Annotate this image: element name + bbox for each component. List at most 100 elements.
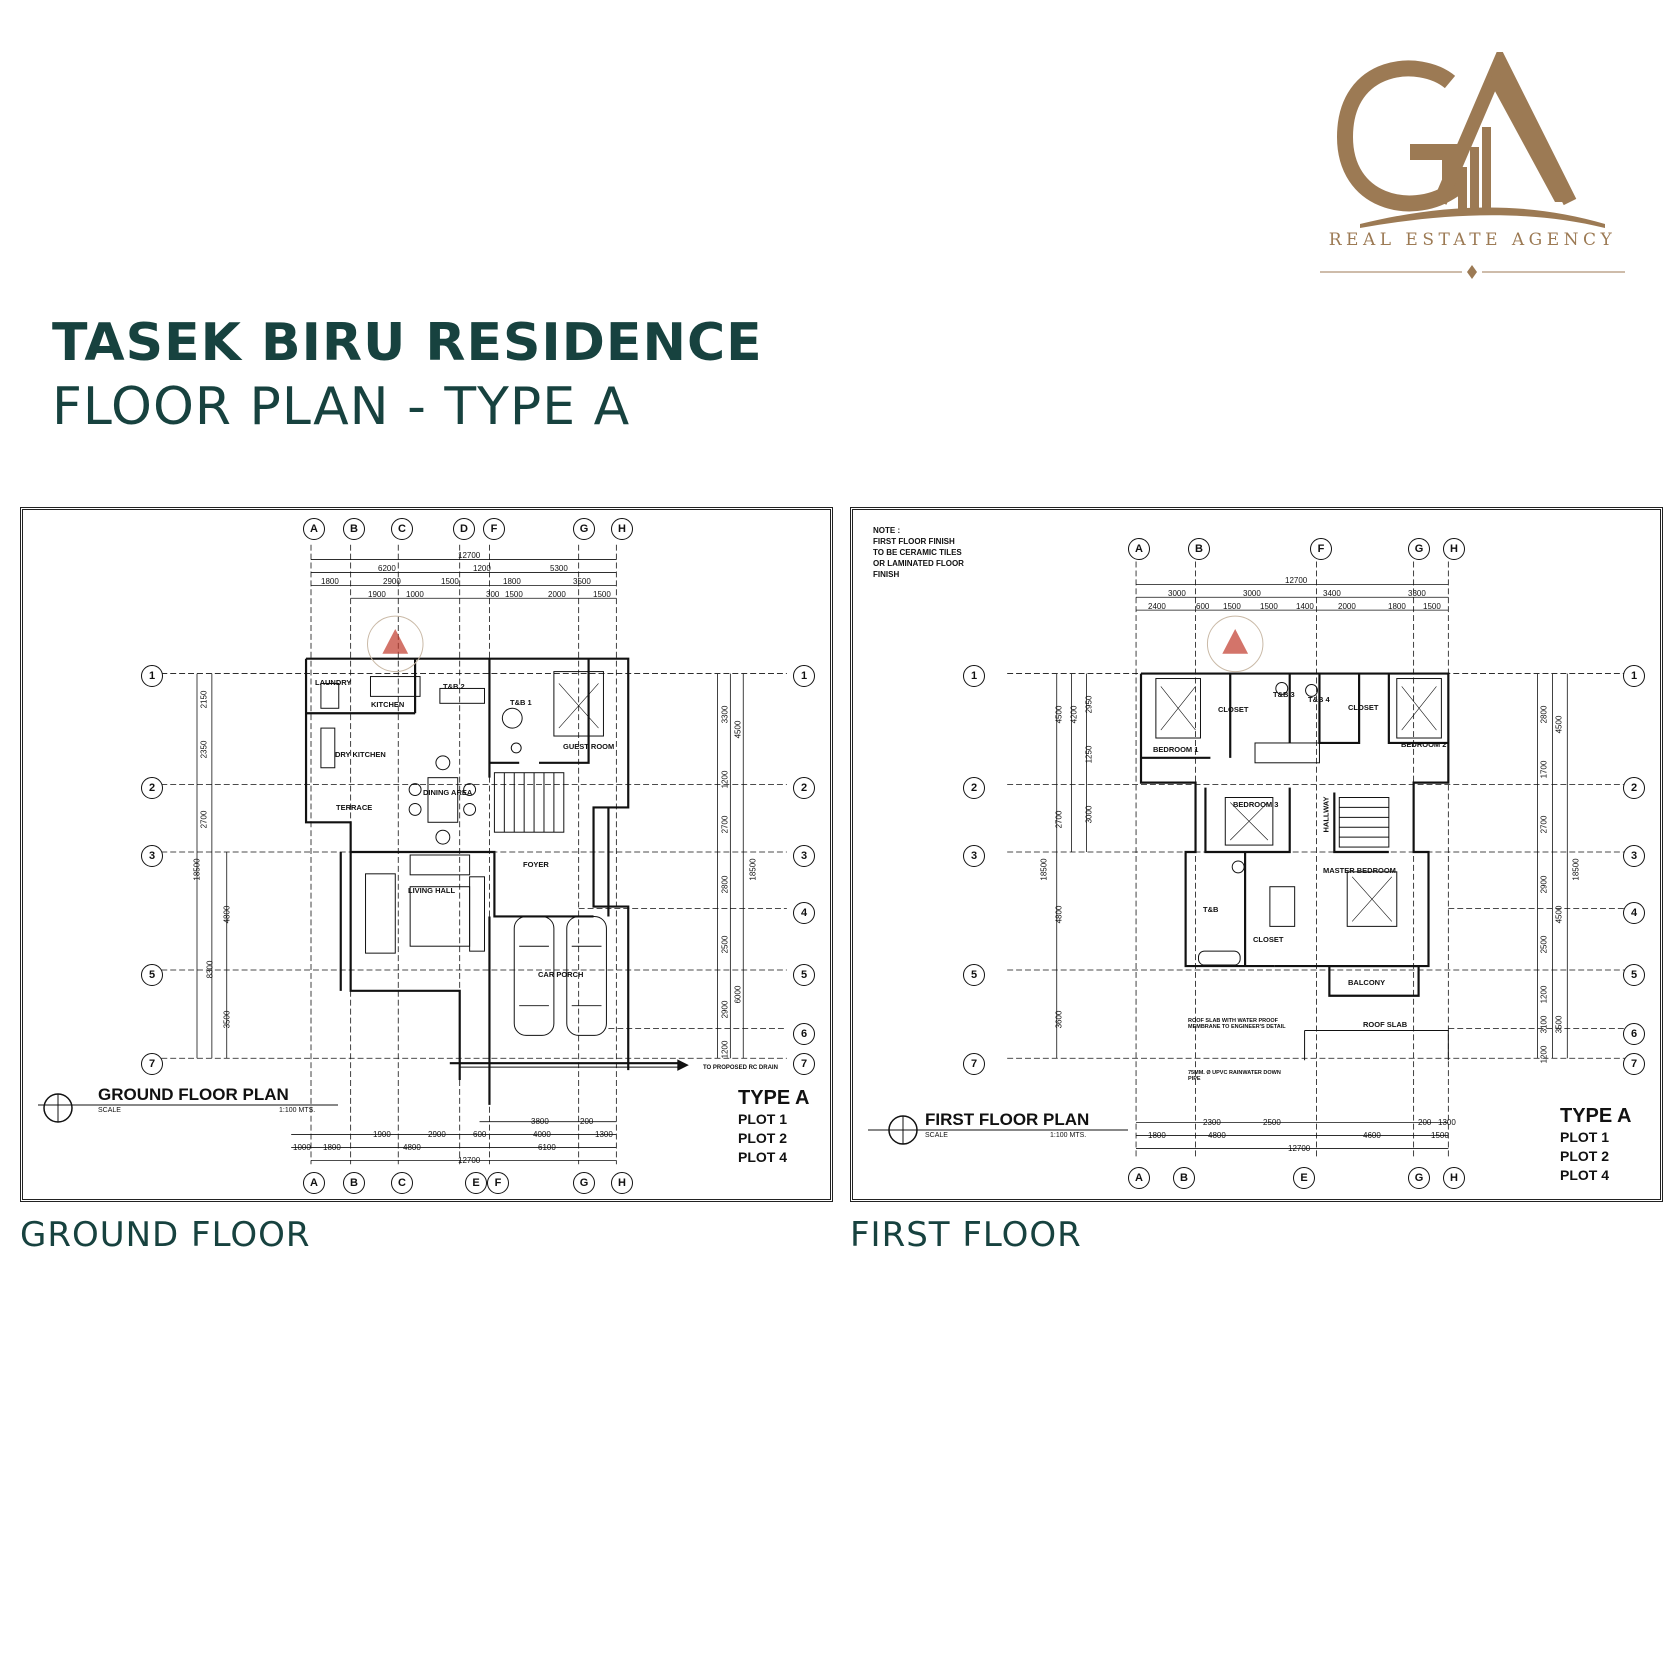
grid-label-C: C: [391, 518, 413, 540]
dim-label: 4800: [403, 1143, 421, 1152]
grid-label-A: A: [1128, 538, 1150, 560]
first-floor-caption: FIRST FLOOR: [850, 1215, 1082, 1255]
dim-label: 1900: [373, 1130, 391, 1139]
room-label: T&B: [1203, 905, 1219, 914]
dim-label: 2800: [720, 875, 730, 894]
grid-label-7-right: 7: [793, 1053, 815, 1075]
agency-logo: REAL ESTATE AGENCY: [1300, 52, 1645, 287]
dim-label: 2900: [1539, 875, 1549, 894]
type-block: TYPE A PLOT 1 PLOT 2 PLOT 4: [738, 1087, 810, 1167]
grid-label-B: B: [1188, 538, 1210, 560]
dim-label: 1300: [595, 1130, 613, 1139]
dim-label: 2400: [1148, 602, 1166, 611]
dim-label: 3000: [1084, 805, 1094, 824]
grid-label-1: 1: [141, 665, 163, 687]
dim-label: 3000: [1243, 589, 1261, 598]
room-label: CAR PORCH: [538, 970, 584, 979]
grid-label-6-right: 6: [1623, 1023, 1645, 1045]
grid-label-F: F: [483, 518, 505, 540]
dim-label: 1800: [503, 577, 521, 586]
grid-label-B-bottom: B: [343, 1172, 365, 1194]
dim-label: 3100: [1539, 1015, 1549, 1034]
dim-label: 1500: [1431, 1131, 1449, 1140]
dim-label: 1200: [1539, 985, 1549, 1004]
dim-label: 6100: [538, 1143, 556, 1152]
plot-label: PLOT 4: [1560, 1167, 1610, 1183]
dim-label: 1500: [1423, 602, 1441, 611]
dim-label: 4000: [533, 1130, 551, 1139]
dim-label: 2700: [720, 815, 730, 834]
roof-slab-note: ROOF SLAB WITH WATER PROOF MEMBRANE TO E…: [1188, 1018, 1286, 1030]
dim-label: 1500: [593, 590, 611, 599]
grid-label-7-right: 7: [1623, 1053, 1645, 1075]
dim-label: 200: [580, 1117, 594, 1126]
dim-label: 4600: [1363, 1131, 1381, 1140]
room-label: CLOSET: [1253, 935, 1284, 944]
dim-label: 1500: [1260, 602, 1278, 611]
dim-label: 300: [486, 590, 500, 599]
room-label: HALLWAY: [1321, 796, 1331, 833]
dim-label: 1800: [1388, 602, 1406, 611]
grid-label-5: 5: [963, 964, 985, 986]
grid-label-F: F: [1310, 538, 1332, 560]
dim-label: 1250: [1084, 745, 1094, 764]
room-label: CLOSET: [1218, 705, 1249, 714]
dim-label: 12700: [1285, 576, 1308, 585]
grid-label-3-right: 3: [1623, 845, 1645, 867]
dim-label: 3300: [720, 705, 730, 724]
room-label: MASTER BEDROOM: [1323, 866, 1396, 875]
watermark-emblem: [1206, 615, 1264, 673]
room-label: T&B 4: [1308, 695, 1330, 704]
dim-label: 12700: [1288, 1144, 1311, 1153]
plot-label: PLOT 1: [738, 1111, 788, 1127]
room-label: BEDROOM 1: [1153, 745, 1199, 754]
grid-label-7: 7: [963, 1053, 985, 1075]
dim-label: 6200: [378, 564, 396, 573]
grid-label-G-bottom: G: [1408, 1167, 1430, 1189]
dim-label: 2350: [199, 740, 209, 759]
type-label: TYPE A: [1560, 1105, 1632, 1127]
plot-label: PLOT 2: [738, 1130, 788, 1146]
grid-label-E-bottom: E: [1293, 1167, 1315, 1189]
dim-label: 2000: [548, 590, 566, 599]
dim-label: 4800: [222, 905, 232, 924]
room-label: CLOSET: [1348, 703, 1379, 712]
plot-label: PLOT 4: [738, 1149, 788, 1165]
grid-label-5-right: 5: [1623, 964, 1645, 986]
dim-label: 3000: [1168, 589, 1186, 598]
ground-floor-caption: GROUND FLOOR: [20, 1215, 311, 1255]
dim-label: 18500: [192, 858, 202, 881]
grid-label-1-right: 1: [793, 665, 815, 687]
grid-label-2: 2: [141, 777, 163, 799]
dim-label: 3600: [1054, 1010, 1064, 1029]
plot-label: PLOT 2: [1560, 1148, 1610, 1164]
dim-label: 4800: [1054, 905, 1064, 924]
dim-label: 1200: [720, 1040, 730, 1059]
dim-label: 12700: [458, 551, 481, 560]
grid-label-D: D: [453, 518, 475, 540]
ga-logo-mark: [1336, 52, 1605, 228]
dim-label: 12700: [458, 1156, 481, 1165]
scale-value: 1:100 MTS.: [279, 1107, 316, 1114]
grid-label-B: B: [343, 518, 365, 540]
grid-label-1-right: 1: [1623, 665, 1645, 687]
dim-label: 2950: [1084, 695, 1094, 714]
dim-label: 1800: [1148, 1131, 1166, 1140]
dim-label: 3500: [573, 577, 591, 586]
scale-label: SCALE: [98, 1107, 121, 1114]
room-label: ROOF SLAB: [1363, 1020, 1408, 1029]
room-label: FOYER: [523, 860, 549, 869]
grid-label-G: G: [1408, 538, 1430, 560]
dim-label: 1500: [441, 577, 459, 586]
drain-note: TO PROPOSED RC DRAIN: [703, 1065, 778, 1071]
type-block: TYPE A PLOT 1 PLOT 2 PLOT 4: [1560, 1105, 1632, 1185]
first-floor-drawing: [1007, 561, 1627, 1160]
grid-label-C-bottom: C: [391, 1172, 413, 1194]
grid-label-H: H: [1443, 538, 1465, 560]
room-label: BEDROOM 3: [1233, 800, 1279, 809]
north-arrow-icon: [43, 1093, 73, 1123]
dim-label: 2700: [1539, 815, 1549, 834]
dim-label: 18500: [1571, 858, 1581, 881]
grid-label-2: 2: [963, 777, 985, 799]
dim-label: 3500: [222, 1010, 232, 1029]
